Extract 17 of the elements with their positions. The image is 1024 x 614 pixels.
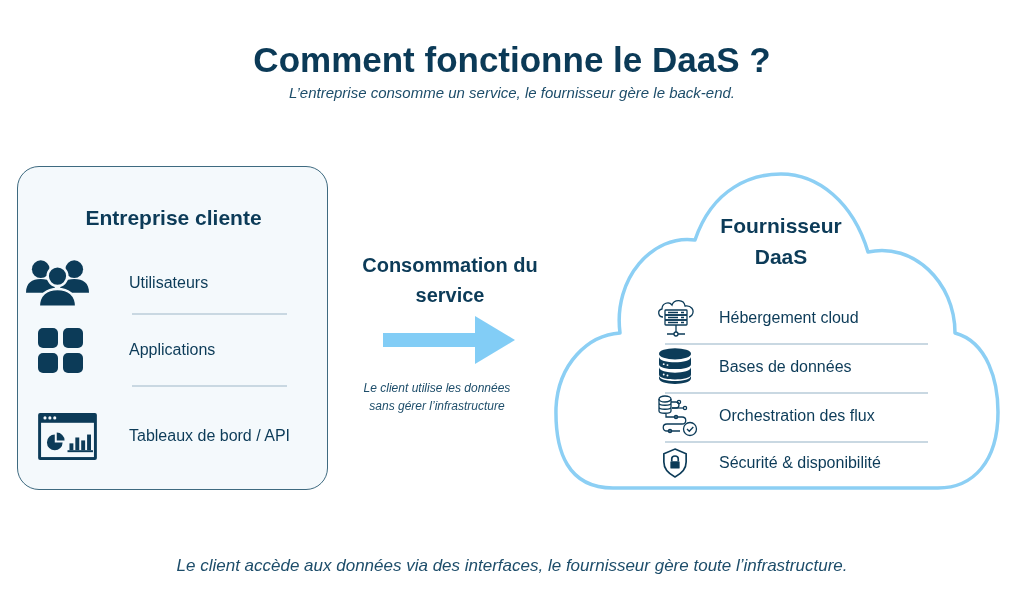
caption: Le client accède aux données via des interfaces, le fournisseur gère toute l’infrastructure.	[175, 555, 849, 577]
client-panel	[17, 166, 328, 490]
item-label: Applications	[129, 340, 216, 360]
note-text: Le client utilise les données sans gérer l’infrastructure	[362, 380, 512, 415]
item-label: Tableaux de bord / API	[129, 426, 290, 446]
item-label: Sécurité & disponibilité	[719, 453, 881, 473]
panel-heading: Entreprise cliente	[84, 205, 263, 231]
arrow	[383, 316, 515, 364]
item-label: Utilisateurs	[129, 273, 209, 293]
cloud-shape	[553, 172, 1000, 490]
diagram-title: Comment fonctionne le DaaS ?	[252, 39, 772, 81]
panel-heading: Fournisseur DaaS	[719, 213, 843, 270]
item-label: Hébergement cloud	[719, 308, 859, 328]
edge-label: Consommation du service	[361, 253, 539, 308]
subtitle: L’entreprise consomme un service, le fournisseur gère le back-end.	[287, 83, 737, 103]
item-label: Orchestration des flux	[719, 406, 875, 426]
item-label: Bases de données	[719, 357, 852, 377]
